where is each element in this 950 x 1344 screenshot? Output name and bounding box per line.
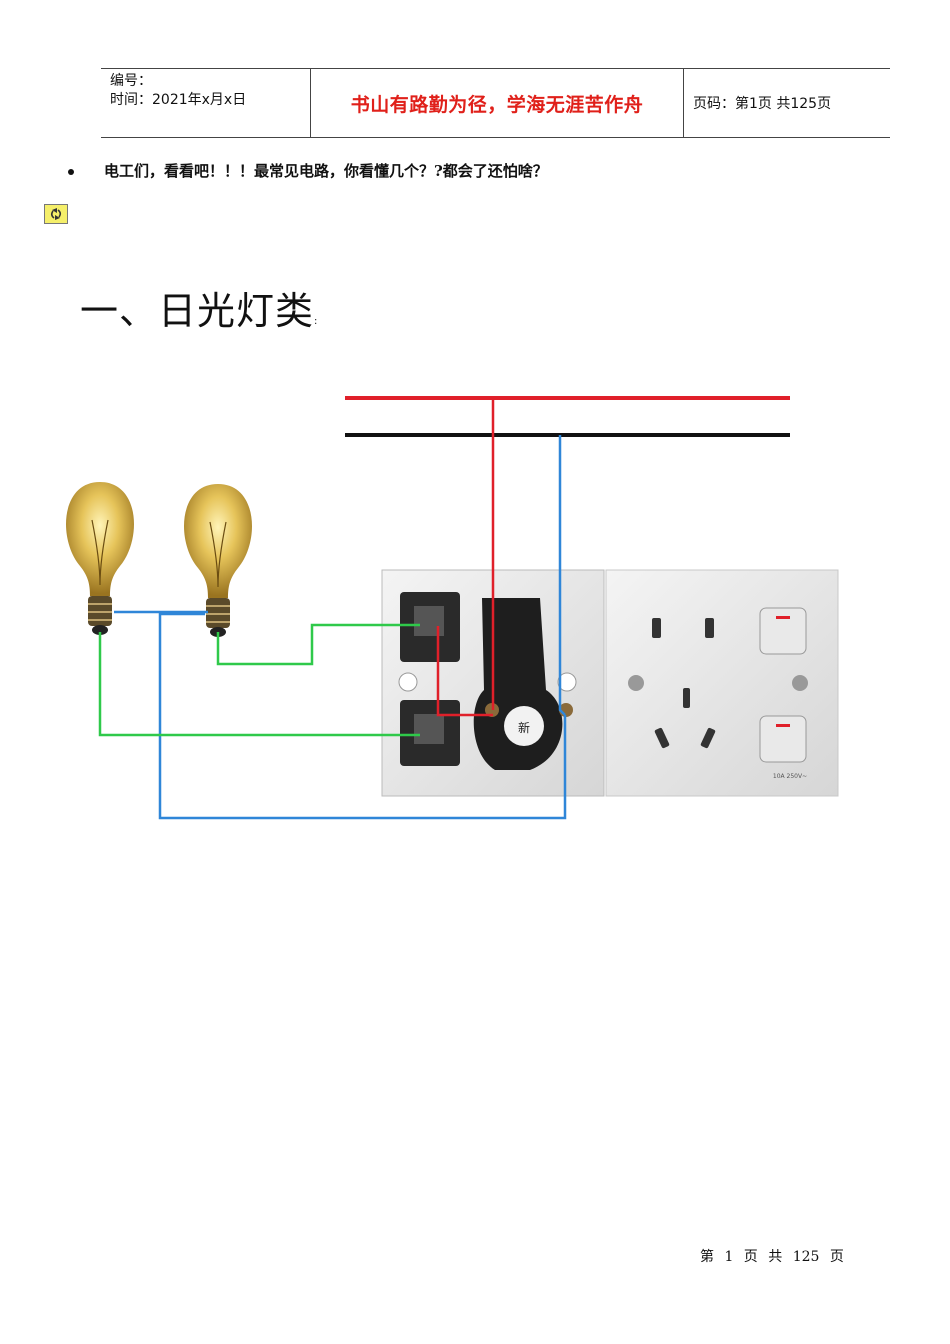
lamp-wire-1 xyxy=(98,632,420,737)
live-wire-to-switches xyxy=(436,626,493,717)
light-bulb-1 xyxy=(66,482,134,635)
bullet-icon xyxy=(68,168,74,175)
section-title: 一、日光灯类: xyxy=(80,280,318,335)
header-page-cell: 页码：第1页 共125页 xyxy=(684,69,890,137)
return-wire xyxy=(158,612,567,820)
socket-panel: 10A 250V~ xyxy=(605,569,839,797)
header-meta: 编号： 时间：2021年x月x日 xyxy=(101,69,311,137)
page-footer: 第 1 页 共 125 页 xyxy=(700,1249,844,1265)
embedded-object-icon[interactable] xyxy=(44,204,68,224)
section-title-suffix: : xyxy=(314,316,319,327)
intro-bullet: 电工们，看看吧！！！最常见电路，你看懂几个？?都会了还怕啥？ xyxy=(68,160,548,181)
socket-label: 10A 250V~ xyxy=(773,773,807,780)
section-title-text: 一、日光灯类 xyxy=(80,289,315,333)
light-bulb-2 xyxy=(184,484,252,637)
time-label: 时间：2021年x月x日 xyxy=(110,92,247,108)
wiring-diagram: 新 10A 250V~ xyxy=(66,396,839,820)
number-label: 编号： xyxy=(110,73,152,89)
header-motto: 书山有路勤为径，学海无涯苦作舟 xyxy=(350,93,644,116)
switch-label: 新 xyxy=(518,720,530,735)
lamp-wire-2 xyxy=(216,623,420,666)
document-header: 编号： 时间：2021年x月x日 书山有路勤为径，学海无涯苦作舟 页码：第1页 … xyxy=(101,68,890,138)
intro-text: 电工们，看看吧！！！最常见电路，你看懂几个？?都会了还怕啥？ xyxy=(104,162,548,180)
header-motto-cell: 书山有路勤为径，学海无涯苦作舟 xyxy=(311,69,684,137)
neutral-wire-drop xyxy=(558,435,566,716)
header-page-info: 页码：第1页 共125页 xyxy=(693,96,832,112)
